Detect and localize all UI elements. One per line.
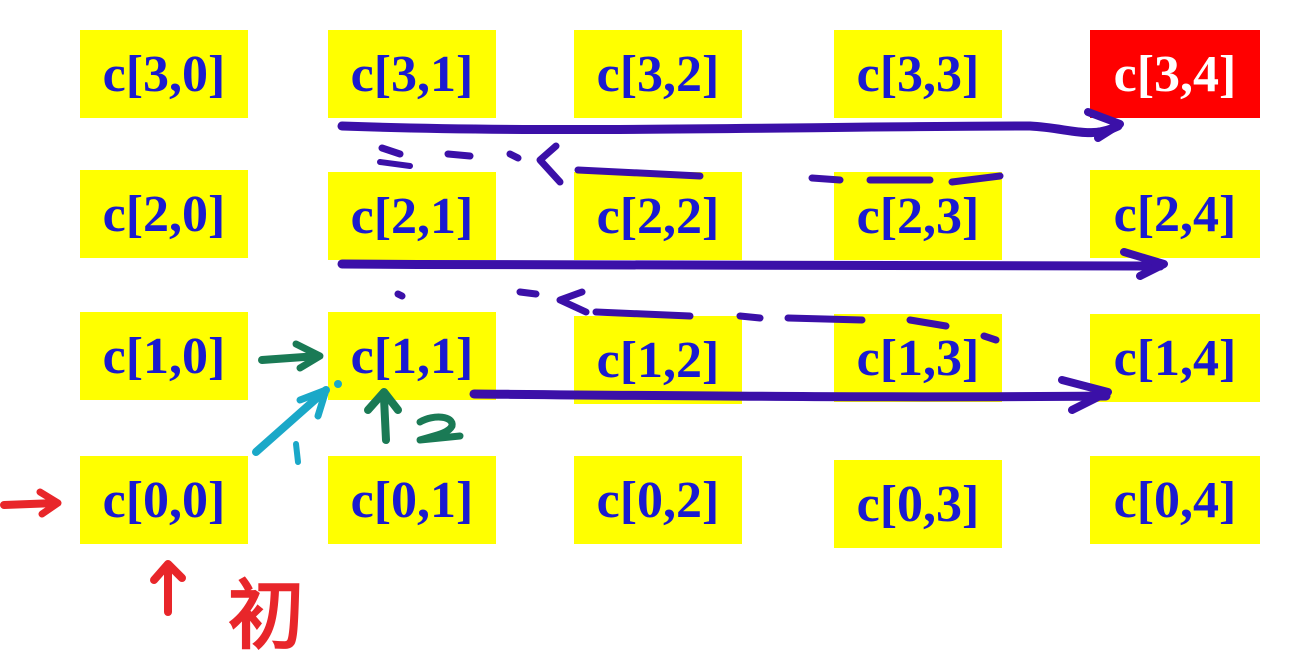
- sweep-arrow-row-1: [469, 389, 1111, 402]
- cell-3-0: c[3,0]: [80, 30, 248, 118]
- left-step-arrow: [258, 352, 322, 364]
- start-arrow: [0, 499, 60, 509]
- left-step-arrowhead: [292, 340, 324, 372]
- dashed-tick-upper: [377, 159, 413, 169]
- cell-0-1: c[0,1]: [328, 456, 496, 544]
- cell-1-2: c[1,2]: [574, 316, 742, 404]
- cell-3-3: c[3,3]: [834, 30, 1002, 118]
- cell-0-2: c[0,2]: [574, 456, 742, 544]
- cell-2-0: c[2,0]: [80, 170, 248, 258]
- diagonal-step-dot: [334, 380, 342, 388]
- cell-3-4-highlighted: c[3,4]: [1090, 30, 1260, 118]
- start-label: 初: [228, 571, 304, 660]
- sweep-arrowhead-row-3: [1084, 108, 1124, 142]
- step-two-mark: [416, 413, 464, 444]
- cell-2-2: c[2,2]: [574, 172, 742, 260]
- sweep-arrowhead-row-2: [1120, 248, 1168, 280]
- diagonal-step-arrowhead: [296, 386, 330, 420]
- cell-1-1: c[1,1]: [328, 312, 496, 400]
- cell-2-3: c[2,3]: [834, 172, 1002, 260]
- start-up-arrow: [150, 560, 186, 616]
- sweep-arrow-row-3: [337, 121, 1123, 138]
- dashed-return-path-upper: [378, 142, 1004, 186]
- cell-0-4: c[0,4]: [1090, 456, 1260, 544]
- cell-1-4: c[1,4]: [1090, 314, 1260, 402]
- cell-0-3: c[0,3]: [834, 460, 1002, 548]
- sweep-arrowhead-row-1: [1058, 376, 1112, 414]
- cell-3-1: c[3,1]: [328, 30, 496, 118]
- cell-0-0: c[0,0]: [80, 456, 248, 544]
- dashed-return-path-lower: [394, 288, 1000, 344]
- cell-2-1: c[2,1]: [328, 172, 496, 260]
- cell-3-2: c[3,2]: [574, 30, 742, 118]
- cell-2-4: c[2,4]: [1090, 170, 1260, 258]
- start-arrowhead: [36, 488, 62, 518]
- diagonal-step-tick: [293, 441, 301, 465]
- up-step-arrow: [364, 388, 402, 444]
- cell-1-0: c[1,0]: [80, 312, 248, 400]
- diagonal-step-arrow: [252, 386, 330, 456]
- cell-1-3: c[1,3]: [834, 314, 1002, 402]
- sweep-arrow-row-2: [337, 259, 1165, 271]
